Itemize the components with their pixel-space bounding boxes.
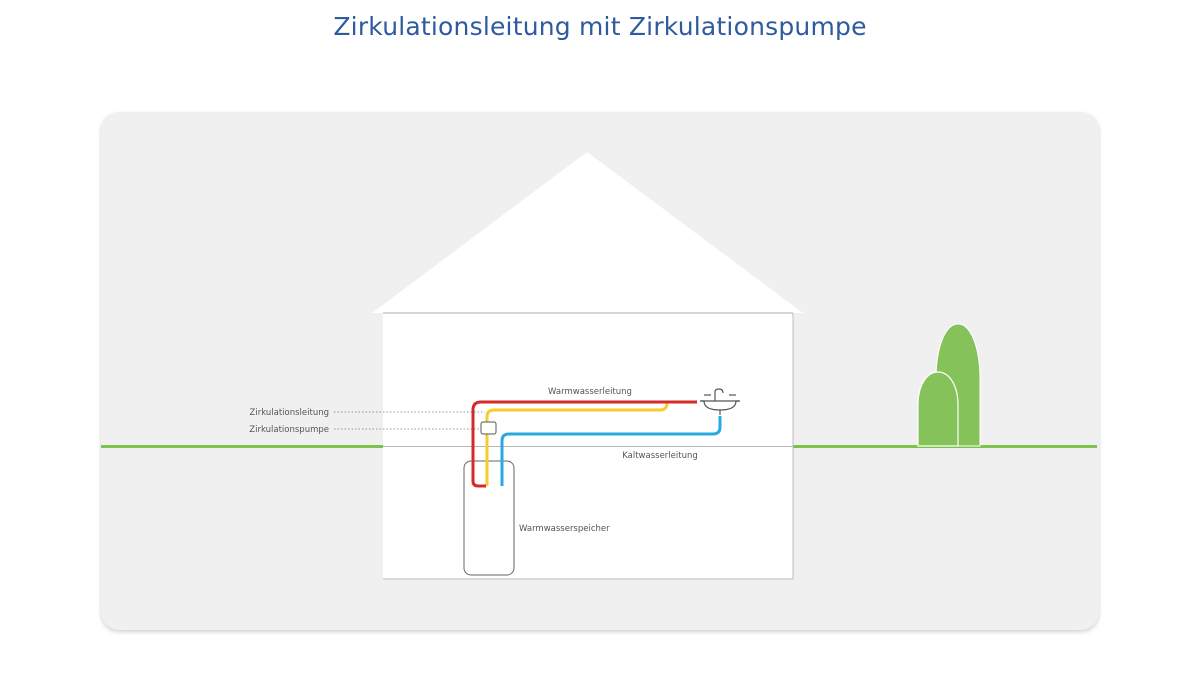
cold-water-pipe xyxy=(500,416,722,486)
tree-short xyxy=(917,371,959,447)
label-zirkulationspumpe: Zirkulationspumpe xyxy=(249,425,329,435)
pump-icon xyxy=(480,421,497,435)
tank-icon xyxy=(463,460,515,576)
house-icon xyxy=(372,152,803,580)
label-zirkulationsleitung: Zirkulationsleitung xyxy=(250,408,329,418)
sink-icon xyxy=(700,388,740,415)
label-warmwasserspeicher: Warmwasserspeicher xyxy=(519,524,610,534)
page-title: Zirkulationsleitung mit Zirkulationspump… xyxy=(333,12,867,41)
hot-water-pipe xyxy=(471,400,697,488)
label-kaltwasserleitung: Kaltwasserleitung xyxy=(622,451,698,461)
house-roof xyxy=(372,152,803,313)
label-warmwasserleitung: Warmwasserleitung xyxy=(548,387,632,397)
tree-icon xyxy=(917,323,981,447)
circulation-pipe xyxy=(485,401,669,486)
